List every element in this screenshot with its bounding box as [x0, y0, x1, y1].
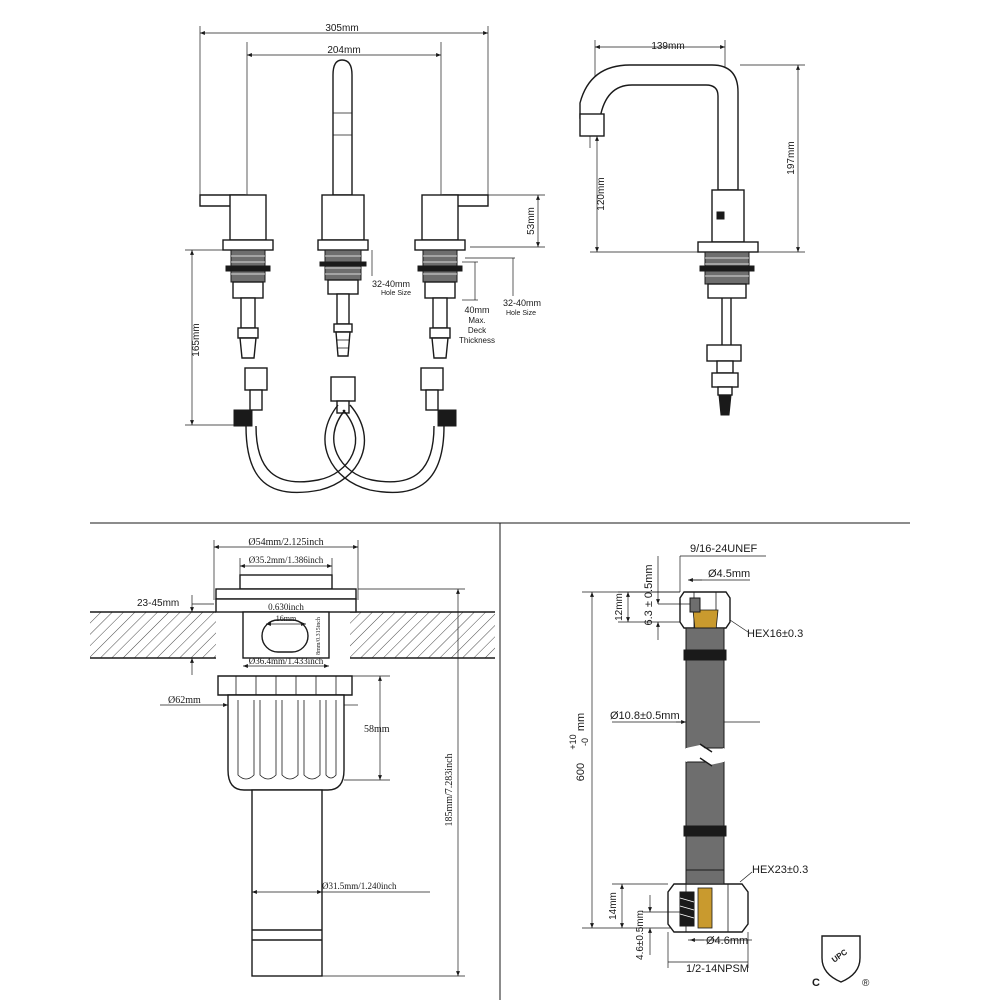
- dim-drain-top-diameter: Ø54mm/2.125inch: [248, 537, 323, 548]
- hole-size-right-label: Hole Size: [506, 310, 536, 317]
- dim-deck-range: 23-45mm: [137, 598, 179, 609]
- faucet-side-view: 139mm 120mm 197mm: [579, 40, 805, 416]
- dim-drain-cap-diameter: Ø35.2mm/1.386inch: [249, 555, 324, 565]
- dim-overall-width: 305mm: [325, 23, 358, 34]
- dim-side-total-height: 197mm: [786, 141, 797, 174]
- dim-nut-diameter: Ø62mm: [168, 695, 201, 706]
- hose-hex-top: HEX16±0.3: [747, 628, 803, 640]
- hole-size-center-label: Hole Size: [381, 290, 411, 297]
- deck-thickness-value: 40mm: [464, 305, 489, 315]
- hose-length-unit: mm: [575, 713, 587, 731]
- dim-slot-mm: 16mm: [276, 614, 297, 623]
- hose-top-thread: 9/16-24UNEF: [690, 543, 758, 555]
- upc-mark-text: UPC: [830, 947, 849, 964]
- faucet-front-view: 305mm 204mm: [185, 23, 545, 494]
- hose-outer-diameter: Ø10.8±0.5mm: [610, 710, 680, 722]
- upc-registered: ®: [862, 978, 870, 989]
- upc-c-letter: C: [812, 977, 820, 989]
- dim-slot-height: 8mm/0.315inch: [316, 617, 322, 655]
- hose-bottom-bore: Ø4.6mm: [706, 935, 748, 947]
- dim-nut-height: 58mm: [364, 724, 390, 735]
- dim-tail-diameter: Ø31.5mm/1.240inch: [322, 881, 397, 891]
- hole-size-right-value: 32-40mm: [503, 298, 541, 308]
- dim-thread-diameter: Ø36.4mm/1.433inch: [249, 656, 324, 666]
- dim-reach: 139mm: [651, 41, 684, 52]
- hose-length-tol-up: +10: [568, 734, 578, 749]
- hose-hex-bottom: HEX23±0.3: [752, 864, 808, 876]
- hose-length-base: 600: [575, 763, 587, 781]
- dim-spout-height: 120mm: [596, 177, 607, 210]
- hose-bottom-thread: 1/2-14NPSM: [686, 963, 749, 975]
- hose-bottom-depth: 4.6±0.5mm: [635, 910, 646, 960]
- dim-handle-height: 53mm: [526, 207, 537, 235]
- dim-handle-spacing: 204mm: [327, 45, 360, 56]
- dim-slot-inch: 0.630inch: [268, 602, 304, 612]
- hose-length-tol-down: -0: [580, 738, 590, 746]
- upc-certification-mark: UPC C ®: [812, 935, 870, 989]
- hose-top-bore: Ø4.5mm: [708, 568, 750, 580]
- hose-top-length: 12mm: [614, 593, 625, 621]
- deck-thickness-line3: Thickness: [459, 336, 495, 345]
- deck-thickness-line1: Max.: [468, 316, 485, 325]
- supply-hose: 9/16-24UNEF Ø4.5mm HEX16±0.3 12mm 6.3 ± …: [568, 543, 808, 975]
- hose-bottom-length: 14mm: [608, 892, 619, 920]
- hose-top-depth: 6.3 ± 0.5mm: [643, 564, 655, 625]
- dim-total-height: 165mm: [191, 323, 202, 356]
- deck-thickness-line2: Deck: [468, 326, 487, 335]
- hole-size-center-value: 32-40mm: [372, 279, 410, 289]
- drain-assembly: Ø54mm/2.125inch Ø35.2mm/1.386inch 23-45m…: [90, 537, 495, 977]
- dim-drain-total-length: 185mm/7.283inch: [444, 753, 455, 826]
